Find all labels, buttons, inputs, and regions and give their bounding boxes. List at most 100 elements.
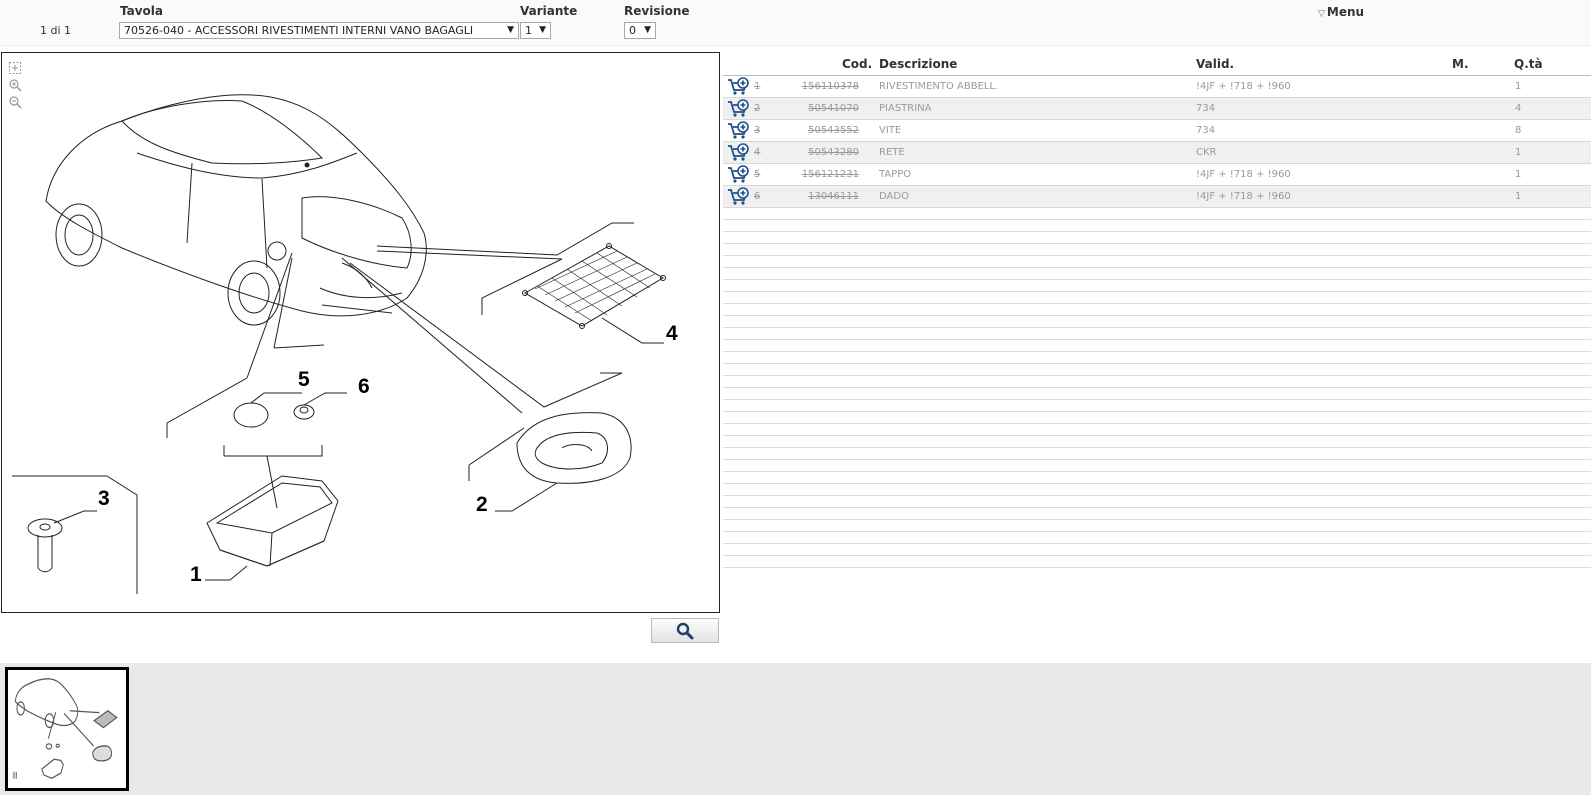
empty-row bbox=[723, 208, 1591, 220]
table-row[interactable]: 5 156121231 TAPPO !4JF + !718 + !960 1 bbox=[723, 164, 1591, 186]
col-validity: Valid. bbox=[1196, 57, 1235, 71]
variante-select[interactable]: 1 ▼ bbox=[520, 22, 551, 39]
drawing-thumbnail[interactable] bbox=[5, 667, 129, 791]
col-m: M. bbox=[1452, 57, 1469, 71]
revisione-select[interactable]: 0 ▼ bbox=[624, 22, 656, 39]
variante-label: Variante bbox=[520, 4, 578, 18]
front-wheel bbox=[55, 203, 103, 267]
part-code[interactable]: 156110378 bbox=[801, 81, 859, 92]
empty-row bbox=[723, 364, 1591, 376]
add-to-cart-icon[interactable] bbox=[727, 143, 749, 162]
exploded-view-drawing[interactable]: 1 2 3 4 5 6 bbox=[1, 52, 720, 613]
chevron-down-icon: ▼ bbox=[644, 25, 651, 35]
empty-row bbox=[723, 472, 1591, 484]
part-qty: 4 bbox=[1515, 103, 1522, 114]
tray-outline bbox=[516, 412, 632, 484]
tavola-select-value: 70526-040 - ACCESSORI RIVESTIMENTI INTER… bbox=[124, 24, 474, 37]
add-to-cart-icon[interactable] bbox=[727, 99, 749, 118]
row-number: 1 bbox=[754, 81, 761, 92]
empty-row bbox=[723, 520, 1591, 532]
empty-row bbox=[723, 304, 1591, 316]
empty-row bbox=[723, 244, 1591, 256]
empty-row bbox=[723, 424, 1591, 436]
empty-rows bbox=[723, 208, 1591, 568]
parts-diagram: 1 2 3 4 5 6 bbox=[12, 94, 678, 594]
part-qty: 8 bbox=[1515, 125, 1522, 136]
table-row[interactable]: 2 50541070 PIASTRINA 734 4 bbox=[723, 98, 1591, 120]
empty-row bbox=[723, 316, 1591, 328]
part-qty: 1 bbox=[1515, 191, 1522, 202]
part-validity: !4JF + !718 + !960 bbox=[1196, 191, 1291, 202]
empty-row bbox=[723, 256, 1591, 268]
callout-6: 6 bbox=[358, 375, 370, 398]
empty-row bbox=[723, 544, 1591, 556]
row-number: 2 bbox=[754, 103, 761, 114]
part-description: VITE bbox=[879, 125, 902, 136]
drawing-toolbar bbox=[8, 61, 24, 112]
part-code[interactable]: 13046111 bbox=[808, 191, 859, 202]
part-validity: 734 bbox=[1196, 125, 1216, 136]
table-row[interactable]: 1 156110378 RIVESTIMENTO ABBELL. !4JF + !71… bbox=[723, 76, 1591, 98]
tavola-label: Tavola bbox=[120, 4, 164, 18]
page-counter: 1 di 1 bbox=[40, 24, 72, 37]
add-to-cart-icon[interactable] bbox=[727, 187, 749, 206]
header-bar: 1 di 1 Tavola 70526-040 - ACCESSORI RIVE… bbox=[0, 0, 1591, 46]
zoom-out-icon[interactable] bbox=[8, 95, 22, 109]
part-code[interactable]: 50543280 bbox=[808, 147, 859, 158]
part-description: PIASTRINA bbox=[879, 103, 932, 114]
part-code[interactable]: 156121231 bbox=[801, 169, 859, 180]
callout-4: 4 bbox=[666, 322, 678, 345]
tavola-select[interactable]: 70526-040 - ACCESSORI RIVESTIMENTI INTER… bbox=[119, 22, 519, 39]
part-description: TAPPO bbox=[879, 169, 912, 180]
menu-button[interactable]: ▽Menu bbox=[1318, 5, 1364, 19]
search-icon bbox=[676, 622, 694, 639]
part-validity: !4JF + !718 + !960 bbox=[1196, 81, 1291, 92]
empty-row bbox=[723, 412, 1591, 424]
empty-row bbox=[723, 340, 1591, 352]
empty-row bbox=[723, 496, 1591, 508]
net-outline bbox=[523, 245, 664, 327]
add-to-cart-icon[interactable] bbox=[727, 77, 749, 96]
cap-part bbox=[233, 402, 269, 428]
callout-2: 2 bbox=[476, 493, 488, 516]
add-to-cart-icon[interactable] bbox=[727, 165, 749, 184]
empty-row bbox=[723, 388, 1591, 400]
empty-row bbox=[723, 508, 1591, 520]
zoom-in-icon[interactable] bbox=[8, 78, 22, 92]
callout-5: 5 bbox=[298, 368, 310, 391]
part-validity: 734 bbox=[1196, 103, 1216, 114]
add-to-cart-icon[interactable] bbox=[727, 121, 749, 140]
empty-row bbox=[723, 280, 1591, 292]
empty-row bbox=[723, 448, 1591, 460]
part-validity: !4JF + !718 + !960 bbox=[1196, 169, 1291, 180]
row-number: 5 bbox=[754, 169, 761, 180]
empty-row bbox=[723, 352, 1591, 364]
fit-icon[interactable] bbox=[8, 61, 22, 75]
empty-row bbox=[723, 484, 1591, 496]
callout-3: 3 bbox=[98, 487, 110, 510]
col-description: Descrizione bbox=[879, 57, 958, 71]
part-code[interactable]: 50541070 bbox=[808, 103, 859, 114]
part-code[interactable]: 50543552 bbox=[808, 125, 859, 136]
magnify-button[interactable] bbox=[651, 618, 719, 643]
part-description: RIVESTIMENTO ABBELL. bbox=[879, 81, 999, 92]
part-qty: 1 bbox=[1515, 147, 1522, 158]
empty-row bbox=[723, 292, 1591, 304]
empty-row bbox=[723, 556, 1591, 568]
empty-row bbox=[723, 220, 1591, 232]
chevron-down-icon: ▼ bbox=[507, 25, 514, 35]
empty-row bbox=[723, 232, 1591, 244]
row-number: 6 bbox=[754, 191, 761, 202]
rear-wheel bbox=[227, 260, 281, 326]
part-qty: 1 bbox=[1515, 169, 1522, 180]
part-validity: CKR bbox=[1196, 147, 1217, 158]
chevron-down-icon: ▼ bbox=[539, 25, 546, 35]
callout-1: 1 bbox=[190, 563, 202, 586]
empty-row bbox=[723, 328, 1591, 340]
thumbnail-image bbox=[13, 678, 118, 779]
row-number: 4 bbox=[754, 147, 761, 158]
